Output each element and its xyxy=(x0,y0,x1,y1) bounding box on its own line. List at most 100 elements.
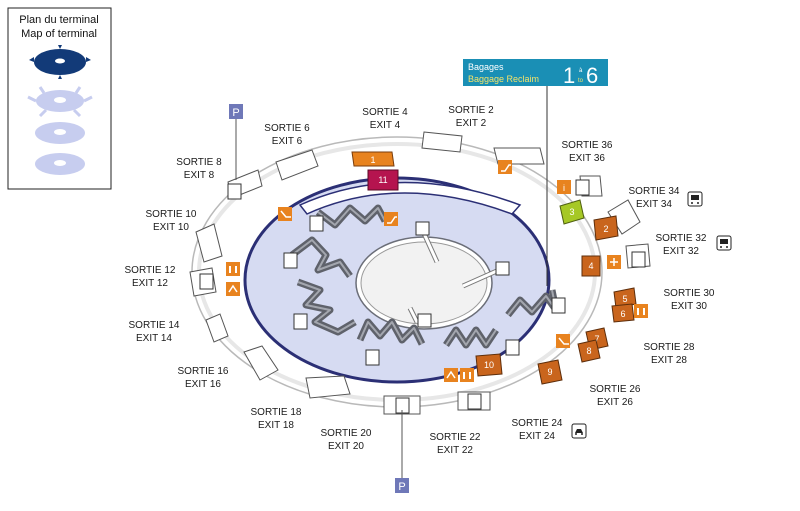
exit-4-fr: SORTIE 4 xyxy=(362,107,408,118)
exit-28-en: EXIT 28 xyxy=(651,355,687,366)
escalator-icon xyxy=(417,313,432,328)
telephone-icon[interactable] xyxy=(444,368,458,382)
exit-34-fr: SORTIE 34 xyxy=(629,186,680,197)
exit-20-fr: SORTIE 20 xyxy=(321,428,372,439)
level-current-icon[interactable] xyxy=(29,45,91,79)
exchange-icon[interactable] xyxy=(607,255,621,269)
carousel-11[interactable]: 11 xyxy=(367,169,399,191)
legend-title-fr: Plan du terminal xyxy=(19,14,99,26)
baggage-label-en: Baggage Reclaim xyxy=(468,74,539,84)
elevator-icon xyxy=(551,297,566,314)
exit-labels: SORTIE 4 EXIT 4 SORTIE 2 EXIT 2 SORTIE 6… xyxy=(125,105,715,456)
exit-8-fr: SORTIE 8 xyxy=(176,157,222,168)
exit-26-fr: SORTIE 26 xyxy=(590,384,641,395)
exit-8-en: EXIT 8 xyxy=(184,170,215,181)
exit-22-en: EXIT 22 xyxy=(437,445,473,456)
escalator-icon xyxy=(415,221,430,236)
baggage-trolley-icon[interactable] xyxy=(278,207,292,221)
elevator-icon xyxy=(505,339,520,356)
exit-36-en: EXIT 36 xyxy=(569,153,605,164)
exit-34-en: EXIT 34 xyxy=(636,199,672,210)
elevator-icon xyxy=(199,273,214,290)
exit-2-fr: SORTIE 2 xyxy=(448,105,494,116)
exit-14-en: EXIT 14 xyxy=(136,333,172,344)
exit-22-fr: SORTIE 22 xyxy=(430,432,481,443)
exit-6-en: EXIT 6 xyxy=(272,136,303,147)
parking-icon[interactable]: P xyxy=(395,478,409,493)
level-2-icon[interactable] xyxy=(27,86,93,118)
svg-text:8: 8 xyxy=(586,346,591,356)
baggage-range-a: à xyxy=(579,68,583,74)
escalator-icon[interactable] xyxy=(498,160,512,174)
legend-title-en: Map of terminal xyxy=(21,28,97,40)
svg-text:9: 9 xyxy=(547,367,552,377)
telephone-icon[interactable] xyxy=(226,282,240,296)
elevator-icon xyxy=(631,251,646,268)
level-4-icon[interactable] xyxy=(35,153,85,175)
toilet-icon[interactable] xyxy=(634,304,648,318)
svg-text:7: 7 xyxy=(594,334,599,344)
baggage-label-fr: Bagages xyxy=(468,62,504,72)
exit-16-en: EXIT 16 xyxy=(185,379,221,390)
escalator-icon xyxy=(495,261,510,276)
baggage-range-to: 6 xyxy=(586,63,598,88)
exit-26-en: EXIT 26 xyxy=(597,397,633,408)
elevator-icon xyxy=(467,393,482,410)
exit-20-en: EXIT 20 xyxy=(328,441,364,452)
elevator-icon xyxy=(227,183,242,200)
exit-30-fr: SORTIE 30 xyxy=(664,288,715,299)
level-3-icon[interactable] xyxy=(35,122,85,144)
svg-text:10: 10 xyxy=(484,360,494,370)
exit-18-fr: SORTIE 18 xyxy=(251,407,302,418)
exit-10-fr: SORTIE 10 xyxy=(146,209,197,220)
elevator-icon xyxy=(365,349,380,366)
bus-icon[interactable] xyxy=(716,235,732,251)
exit-2-en: EXIT 2 xyxy=(456,118,487,129)
exit-28-fr: SORTIE 28 xyxy=(644,342,695,353)
baggage-trolley-icon[interactable] xyxy=(556,334,570,348)
svg-text:2: 2 xyxy=(603,224,608,234)
exit-16-fr: SORTIE 16 xyxy=(178,366,229,377)
baggage-range-to-word: to xyxy=(578,78,584,84)
carousel-1[interactable]: 1 xyxy=(351,151,395,167)
baggage-range-from: 1 xyxy=(563,63,575,88)
svg-text:5: 5 xyxy=(622,294,627,304)
svg-text:1: 1 xyxy=(370,155,375,165)
exit-24-en: EXIT 24 xyxy=(519,431,555,442)
carousel-10[interactable]: 10 xyxy=(475,353,503,377)
elevator-icon xyxy=(575,179,590,196)
exit-4-en: EXIT 4 xyxy=(370,120,401,131)
exit-24-fr: SORTIE 24 xyxy=(512,418,563,429)
exit-32-en: EXIT 32 xyxy=(663,246,699,257)
toilet-icon[interactable] xyxy=(460,368,474,382)
svg-text:6: 6 xyxy=(620,309,625,319)
exit-6-fr: SORTIE 6 xyxy=(264,123,310,134)
parking-icon[interactable]: P xyxy=(229,104,243,119)
toilet-icon[interactable] xyxy=(226,262,240,276)
elevator-icon xyxy=(309,215,324,232)
carousel-3[interactable]: 3 xyxy=(559,199,585,225)
exit-36-fr: SORTIE 36 xyxy=(562,140,613,151)
svg-text:P: P xyxy=(398,481,405,493)
carousel-2[interactable]: 2 xyxy=(593,215,619,241)
carousel-8[interactable]: 8 xyxy=(577,339,601,363)
taxi-icon[interactable] xyxy=(571,423,587,439)
carousel-4[interactable]: 4 xyxy=(581,255,601,277)
exit-14-fr: SORTIE 14 xyxy=(129,320,180,331)
svg-text:P: P xyxy=(232,107,239,119)
info-icon[interactable]: i xyxy=(557,180,571,194)
exit-30-en: EXIT 30 xyxy=(671,301,707,312)
svg-text:11: 11 xyxy=(378,175,387,185)
exit-12-fr: SORTIE 12 xyxy=(125,265,176,276)
elevator-icon xyxy=(293,313,308,330)
carousel-6[interactable]: 6 xyxy=(611,303,635,323)
elevator-icon xyxy=(283,252,298,269)
bus-icon[interactable] xyxy=(687,191,703,207)
exit-10-en: EXIT 10 xyxy=(153,222,189,233)
carousel-9[interactable]: 9 xyxy=(537,359,563,385)
escalator-icon[interactable] xyxy=(384,212,398,226)
exit-12-en: EXIT 12 xyxy=(132,278,168,289)
svg-text:i: i xyxy=(563,183,565,193)
baggage-reclaim-banner: Bagages Baggage Reclaim 1 à to 6 xyxy=(463,59,608,88)
